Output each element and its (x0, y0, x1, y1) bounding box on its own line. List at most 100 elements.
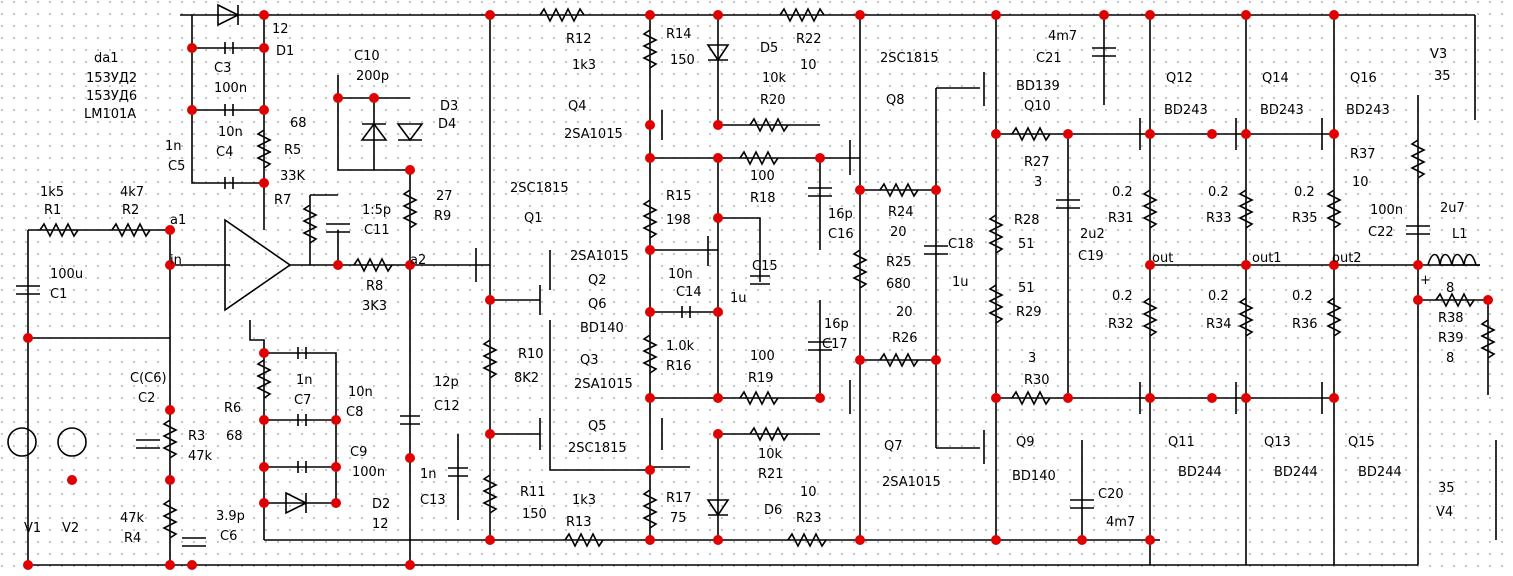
junction-dot (931, 185, 941, 195)
lbl-0-2-r31: 0.2 (1112, 185, 1133, 200)
lbl-in: in (170, 253, 182, 268)
lbl-51-r28: 51 (1018, 237, 1035, 252)
lbl-Q15: Q15 (1348, 435, 1375, 450)
lbl-bd243-q12: BD243 (1164, 103, 1208, 118)
lbl-75: 75 (670, 511, 687, 526)
lbl-R28: R28 (1014, 213, 1040, 228)
lbl-R22: R22 (796, 32, 822, 47)
junction-dot (1207, 129, 1217, 139)
lbl-C17: C17 (822, 337, 848, 352)
lbl-2sa1015-q2: 2SA1015 (570, 249, 629, 264)
lbl-Q10: Q10 (1024, 99, 1051, 114)
junction-dot (1241, 129, 1251, 139)
lbl-R38: R38 (1438, 311, 1464, 326)
lbl-200p: 200p (356, 69, 389, 84)
junction-dot (485, 535, 495, 545)
junction-dot (713, 120, 723, 130)
junction-dot (855, 535, 865, 545)
lbl-4k7: 4k7 (120, 185, 144, 200)
lbl-bd244-q13: BD244 (1274, 465, 1318, 480)
junction-dot (713, 393, 723, 403)
lbl-C6: C6 (220, 529, 237, 544)
lbl-D4: D4 (438, 117, 456, 132)
lbl-47k-r3: 47k (188, 449, 213, 464)
junction-dot (645, 10, 655, 20)
lbl-16p-c17: 16p (824, 317, 849, 332)
lbl-680: 680 (886, 277, 911, 292)
lbl-a2: a2 (410, 253, 426, 268)
lbl-33k: 33K (280, 169, 306, 184)
lbl-68-r6: 68 (226, 429, 243, 444)
junction-dot (259, 178, 269, 188)
lbl-1n-c5: 1n (165, 139, 182, 154)
junction-dot (187, 43, 197, 53)
junction-dot (1329, 129, 1339, 139)
junction-dot (331, 498, 341, 508)
lbl-51-r29: 51 (1018, 281, 1035, 296)
lbl-20-r24: 20 (890, 225, 907, 240)
lbl-10k-r20: 10k (762, 71, 787, 86)
lbl-R9: R9 (434, 209, 451, 224)
lbl-68-r5: 68 (290, 116, 307, 131)
lbl-C14: C14 (676, 285, 702, 300)
junction-dot (713, 153, 723, 163)
lbl-C8: C8 (346, 405, 363, 420)
lbl-C7: C7 (294, 393, 311, 408)
lbl-CC6: C(C6) (130, 371, 167, 386)
junction-dot (485, 295, 495, 305)
lbl-1k5: 1k5 (40, 185, 64, 200)
lbl-2sa1015-q4: 2SA1015 (564, 127, 623, 142)
lbl-C21: C21 (1036, 51, 1062, 66)
lbl-V1: V1 (24, 521, 41, 536)
lbl-100u: 100u (50, 267, 83, 282)
lbl-Q13: Q13 (1264, 435, 1291, 450)
junction-dot (855, 185, 865, 195)
lbl-2sc1815-q8: 2SC1815 (880, 51, 939, 66)
junction-dot (991, 10, 1001, 20)
lbl-bd243-q14: BD243 (1260, 103, 1304, 118)
lbl-C20: C20 (1098, 487, 1124, 502)
lbl-2u2: 2u2 (1080, 227, 1105, 242)
lbl-10n-c8: 10n (348, 385, 373, 400)
lbl-Q1: Q1 (524, 211, 543, 226)
lbl-R8: R8 (366, 279, 383, 294)
lbl-R26: R26 (892, 331, 918, 346)
lbl-V3: V3 (1430, 47, 1447, 62)
lbl-10-r23: 10 (800, 485, 817, 500)
junction-dot (331, 415, 341, 425)
junction-dot (259, 415, 269, 425)
lbl-Q5: Q5 (588, 419, 607, 434)
lbl-150-r11: 150 (522, 507, 547, 522)
lbl-D1: D1 (276, 44, 294, 59)
lbl-R4: R4 (124, 531, 141, 546)
junction-dot (485, 429, 495, 439)
junction-dot (333, 93, 343, 103)
junction-dot (645, 245, 655, 255)
lbl-35-v3: 35 (1434, 69, 1451, 84)
lbl-R20: R20 (760, 93, 786, 108)
junction-dot (1241, 393, 1251, 403)
junction-dot (23, 560, 33, 570)
lbl-R36: R36 (1292, 317, 1318, 332)
lbl-150-r14: 150 (670, 53, 695, 68)
lbl-12-top: 12 (272, 22, 289, 37)
junction-dot (855, 355, 865, 365)
lbl-R35: R35 (1292, 211, 1318, 226)
junction-dot (713, 307, 723, 317)
junction-dot (187, 105, 197, 115)
lbl-Q8: Q8 (886, 93, 905, 108)
lbl-Q4: Q4 (568, 99, 587, 114)
lbl-bd244-q11: BD244 (1178, 465, 1222, 480)
lbl-bd140-q6: BD140 (580, 321, 624, 336)
lbl-1n-c7: 1n (296, 373, 313, 388)
junction-dot (259, 462, 269, 472)
lbl-L1: L1 (1452, 227, 1468, 242)
lbl-0-2-r32: 0.2 (1112, 289, 1133, 304)
junction-dot (855, 10, 865, 20)
junction-dot (331, 462, 341, 472)
lbl-R24: R24 (888, 205, 914, 220)
lbl-R14: R14 (666, 27, 692, 42)
lbl-R7: R7 (274, 193, 291, 208)
lbl-8k2: 8K2 (514, 371, 539, 386)
